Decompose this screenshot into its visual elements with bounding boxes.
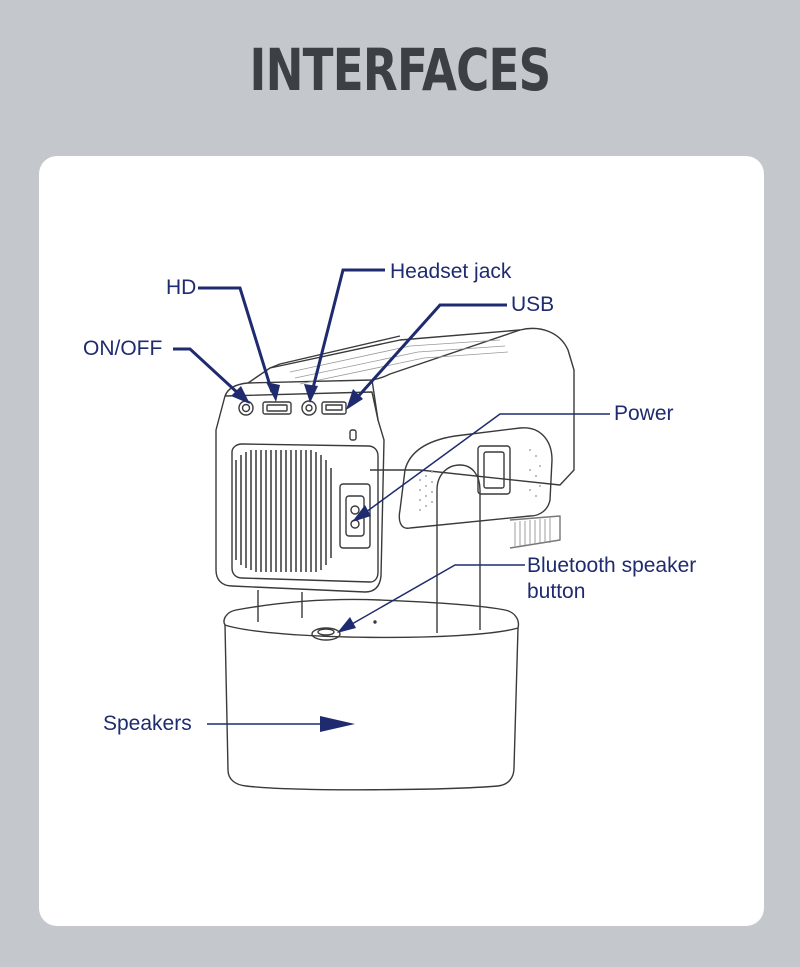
onoff-arrowhead-icon: [231, 386, 250, 404]
headset-arrowhead-icon: [304, 384, 318, 403]
hd-port-icon: [262, 401, 292, 415]
headset-jack-label: Headset jack: [390, 260, 512, 283]
onoff-callout-line: [173, 347, 242, 397]
power-arrowhead-icon: [352, 505, 371, 522]
headset-callout-line: [310, 268, 385, 393]
usb-arrowhead-icon: [346, 389, 363, 410]
bluetooth-button: [311, 627, 341, 641]
speakers-label: Speakers: [103, 712, 192, 735]
hd-callout-line: [198, 286, 274, 393]
projector-top-surface: [224, 327, 575, 486]
onoff-port-icon: [238, 400, 254, 416]
projector-front-face: [215, 379, 385, 593]
speaker-base-body: [224, 624, 519, 791]
speakers-arrowhead-icon: [320, 716, 355, 732]
hd-arrowhead-icon: [266, 382, 280, 402]
page-title: INTERFACES: [249, 36, 552, 104]
stand-arm: [436, 464, 481, 633]
speaker-base-top: [223, 598, 520, 629]
headset-port-icon: [301, 400, 317, 416]
usb-label: USB: [511, 293, 555, 316]
front-grille-panel: [231, 443, 379, 583]
bottom-strip: [0, 946, 800, 967]
power-callout-line: [361, 413, 610, 516]
bluetooth-arrowhead-icon: [337, 617, 356, 633]
side-speaker-panel: [398, 427, 553, 529]
usb-port-icon: [321, 401, 347, 415]
bluetooth-label-line1: Bluetooth speaker: [527, 554, 697, 577]
power-label: Power: [614, 402, 674, 425]
usb-callout-line: [353, 303, 507, 402]
bluetooth-label-line2: button: [527, 580, 586, 603]
bluetooth-callout-line: [344, 564, 525, 629]
onoff-label: ON/OFF: [83, 337, 163, 360]
content-card: [39, 156, 764, 926]
hd-label: HD: [166, 276, 197, 299]
